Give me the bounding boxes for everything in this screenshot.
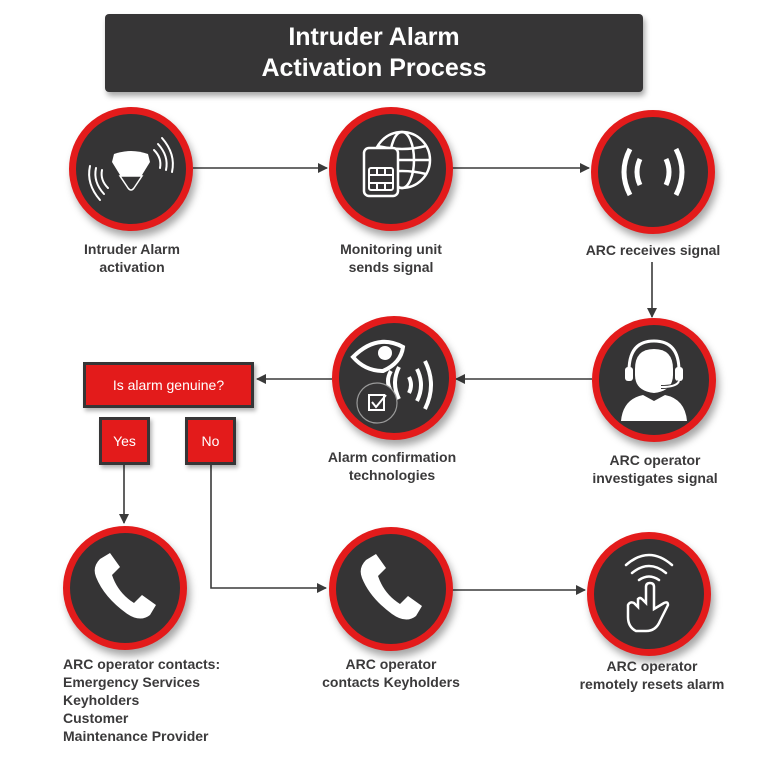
step-arc-receives-label: ARC receives signal (585, 242, 721, 258)
step-monitoring-label: Monitoring unit sends signal (340, 241, 442, 275)
step-arc-investigates-node (592, 318, 716, 442)
phone-icon (360, 554, 422, 620)
step-arc-investigates-label: ARC operator investigates signal (592, 452, 718, 486)
title-line-1: Intruder Alarm (288, 23, 460, 51)
decision-question-box: Is alarm genuine? (83, 362, 254, 408)
step-activation-label: Intruder Alarm activation (84, 241, 180, 275)
title-line-2: Activation Process (261, 54, 487, 82)
step-contacts-keyholders-label: ARC operator contacts Keyholders (322, 656, 460, 690)
touch-wireless-icon (624, 553, 674, 633)
step-activation-node (69, 107, 193, 231)
decision-no: No (201, 433, 220, 449)
step-monitoring-node (329, 107, 453, 231)
step-contacts-all-node (63, 526, 187, 650)
step-remote-reset-label: ARC operator remotely resets alarm (579, 658, 725, 692)
step-remote-reset-node (587, 532, 711, 656)
headset-operator-icon (621, 339, 687, 421)
step-contacts-keyholders-node (329, 527, 453, 651)
step-arc-receives-node (591, 110, 715, 234)
phone-icon (94, 553, 156, 619)
page-title: Intruder Alarm Activation Process (105, 14, 643, 92)
alarm-sounder-icon (88, 137, 174, 201)
decision-yes: Yes (113, 433, 136, 449)
step-confirmation-label: Alarm confirmation technologies (327, 449, 457, 483)
decision-yes-box: Yes (99, 417, 150, 465)
decision-no-box: No (185, 417, 236, 465)
step-confirmation-node (332, 316, 456, 440)
decision-question: Is alarm genuine? (112, 377, 225, 393)
step-contacts-all-label: ARC operator contacts: Emergency Service… (63, 656, 221, 744)
sim-card-globe-icon (362, 130, 432, 198)
eye-signal-check-icon (350, 339, 433, 424)
arrow-no-to-keyholders (210, 464, 327, 593)
signal-waves-icon (621, 147, 685, 197)
